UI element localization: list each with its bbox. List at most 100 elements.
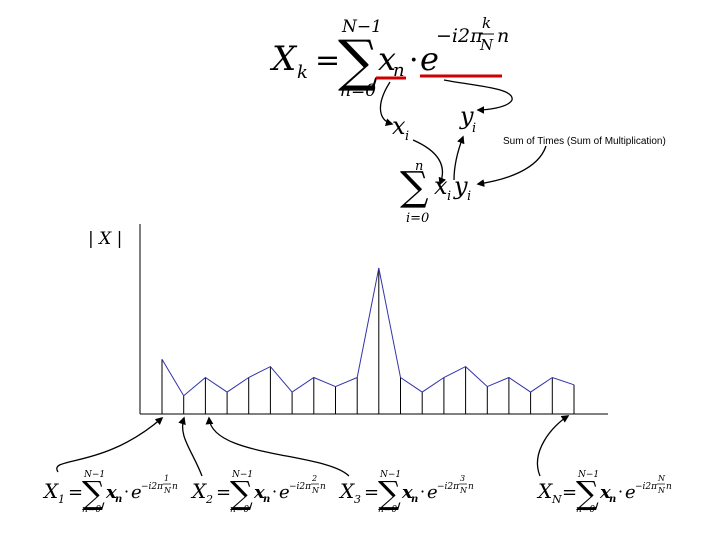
bottom-formula-sigma: ∑ [378,474,401,512]
bottom-formula-exp-n: n [320,482,326,492]
bottom-arrows [56,415,570,477]
xy-mapping: x i y i [392,102,476,144]
formula-x: x [378,40,396,78]
bottom-formula-sub: 1 [58,493,65,506]
bottom-formula-dot: · [420,482,425,501]
bottom-formula-exp-prefix: −i2π [141,482,164,492]
bottom-formula-dot: · [272,482,277,501]
sop-y: y [453,172,468,200]
bottom-formula-exp-den: N [311,486,320,495]
bottom-formula-e: e [279,482,290,503]
bottom-formula-exp-den: N [459,486,468,495]
mapping-y-sub-i: i [472,121,476,136]
bottom-formula-exp-n: n [172,482,178,492]
bottom-formula-sigma: ∑ [230,474,253,512]
arrow-xi-to-sum [412,139,446,186]
formula-upper-limit: N−1 [341,17,382,37]
bottom-formula-lower: n=0 [378,505,397,515]
bottom-formula-e: e [131,482,142,503]
bottom-formula-n: n [263,494,270,505]
arrow-x3 [205,416,350,477]
sop-x: x [434,172,448,200]
arrow-exp-to-yi [443,79,513,114]
bottom-formula-equals: = [216,482,231,503]
mapping-x: x [392,112,406,140]
series-line [161,267,575,397]
arrow-xn [537,415,570,477]
arrow-x1 [56,416,164,473]
bottom-formula-upper: N−1 [231,470,253,480]
mapping-x-sub-i: i [405,129,409,144]
bottom-formula-exp-den: N [657,486,666,495]
formula-equals: = [315,43,340,78]
formula-X: X [269,39,298,79]
bottom-formula-X: X [338,479,355,503]
bottom-formula-exp-prefix: −i2π [289,482,312,492]
y-axis-label: | X | [88,229,122,249]
bottom-formula-n: n [609,494,616,505]
bottom-formula-exp-n: n [666,482,672,492]
bottom-formula-upper: N−1 [577,470,599,480]
bottom-formula-lower: n=0 [576,505,595,515]
bottom-formula-lower: n=0 [82,505,101,515]
bottom-formula-equals: = [364,482,379,503]
formula-dot: · [409,43,419,78]
bottom-formula-exp-den: N [163,486,172,495]
bottom-formula-upper: N−1 [379,470,401,480]
arrow-sum-to-yi [453,135,465,181]
exponent-n: n [497,25,509,47]
bottom-formula-equals: = [562,482,577,503]
dft-formula: X k = ∑ N−1 n=0 x n · e −i2π k N n [269,14,509,101]
bottom-formula-x: x [253,482,265,503]
mapping-y: y [459,102,474,130]
bottom-formula-exp-num: 2 [311,474,317,483]
bottom-formula-upper: N−1 [83,470,105,480]
arrow-annotation-to-sum [476,145,547,187]
bottom-formula-sigma: ∑ [82,474,105,512]
sum-of-products: ∑ n i=0 x i y i [400,159,471,226]
sop-x-sub-i: i [447,189,451,204]
bottom-formula-dot: · [124,482,129,501]
arrow-x2 [178,416,203,477]
bottom-formula-e: e [625,482,636,503]
formula-sub-k: k [297,62,308,83]
bottom-formula-X: X [190,479,207,503]
bottom-formula-lower: n=0 [230,505,249,515]
bottom-formula-exp-prefix: −i2π [437,482,460,492]
bottom-formula-exp-num: 1 [164,474,169,483]
formula-e: e [420,40,439,78]
sop-upper-limit: n [415,159,423,174]
exponent-numerator: k [482,14,491,32]
top-arrows [379,79,547,187]
bottom-formula-n: n [115,494,122,505]
bottom-formula-x: x [599,482,611,503]
bottom-formula-exp-n: n [468,482,474,492]
bottom-formula-exp-num: 3 [460,474,465,483]
bottom-formula-e: e [427,482,438,503]
annotation-label: Sum of Times (Sum of Multiplication) [503,136,666,147]
bottom-formula-dot: · [618,482,623,501]
sop-sigma: ∑ [400,164,429,210]
exponent-denominator: N [479,36,494,54]
bottom-formula-exp-num: N [657,474,666,483]
bottom-formula-sub: N [551,493,562,506]
bottom-formula-equals: = [68,482,83,503]
bottom-formula-x: x [105,482,117,503]
bottom-formula-n: n [411,494,418,505]
bottom-formula-X: X [536,479,553,503]
bottom-formula-x: x [401,482,413,503]
sop-y-sub-i: i [467,189,471,204]
bottom-formula-X: X [42,479,59,503]
sop-lower-limit: i=0 [406,211,429,226]
bottom-formula-sub: 2 [205,493,213,506]
formula-sigma: ∑ [338,29,378,94]
arrow-xn-to-xi [379,81,394,127]
bottom-formula-exp-prefix: −i2π [635,482,658,492]
